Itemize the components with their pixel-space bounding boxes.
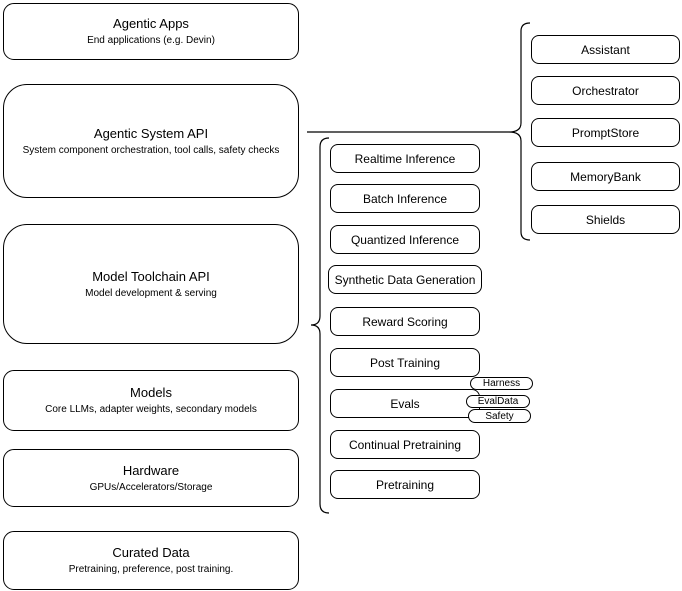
component-promptstore: PromptStore [531,118,680,147]
box-hardware: Hardware GPUs/Accelerators/Storage [3,449,299,507]
service-realtime-inference: Realtime Inference [330,144,480,173]
box-subtitle: Model development & serving [85,287,217,299]
service-label: Quantized Inference [350,232,460,247]
service-post-training: Post Training [330,348,480,377]
tag-label: Safety [485,410,514,422]
box-title: Agentic Apps [113,16,189,31]
service-label: Evals [390,396,420,411]
component-label: Assistant [581,42,630,57]
service-quantized-inference: Quantized Inference [330,225,480,254]
component-label: Orchestrator [572,83,639,98]
component-shields: Shields [531,205,680,234]
service-reward-scoring: Reward Scoring [330,307,480,336]
box-models: Models Core LLMs, adapter weights, secon… [3,370,299,431]
service-evals: Evals [330,389,480,418]
tag-label: EvalData [477,396,519,407]
box-curated-data: Curated Data Pretraining, preference, po… [3,531,299,590]
service-label: Continual Pretraining [348,437,462,452]
evals-tag-evaldata: EvalData [466,395,530,408]
system-components-brace [508,22,531,241]
box-title: Curated Data [112,545,190,560]
component-label: PromptStore [571,125,640,140]
box-agentic-apps: Agentic Apps End applications (e.g. Devi… [3,3,299,60]
box-title: Agentic System API [93,125,209,141]
evals-tag-harness: Harness [470,377,533,390]
box-title: Hardware [122,462,180,478]
box-subtitle: System component orchestration, tool cal… [22,144,280,156]
service-continual-pretraining: Continual Pretraining [330,430,480,459]
service-label: Reward Scoring [362,314,448,329]
box-subtitle: Pretraining, preference, post training. [68,564,234,575]
box-title: Model Toolchain API [92,268,210,284]
box-title: Models [130,385,172,400]
box-model-toolchain-api: Model Toolchain API Model development & … [3,224,299,344]
component-label: Shields [585,212,626,227]
service-batch-inference: Batch Inference [330,184,480,213]
service-label: Realtime Inference [354,151,456,166]
box-agentic-system-api: Agentic System API System component orch… [3,84,299,198]
component-orchestrator: Orchestrator [531,76,680,105]
component-memorybank: MemoryBank [531,162,680,191]
box-subtitle: GPUs/Accelerators/Storage [89,481,213,493]
service-label: Post Training [369,355,441,370]
service-label: Synthetic Data Generation [334,272,476,287]
service-synthetic-data-generation: Synthetic Data Generation [328,265,482,294]
box-subtitle: Core LLMs, adapter weights, secondary mo… [45,404,257,415]
tag-label: Harness [482,378,521,389]
component-assistant: Assistant [531,35,680,64]
toolchain-services-brace [310,137,330,514]
service-pretraining: Pretraining [330,470,480,499]
component-label: MemoryBank [570,169,641,184]
evals-tag-safety: Safety [468,409,531,423]
service-label: Batch Inference [362,191,448,206]
service-label: Pretraining [375,477,435,492]
box-subtitle: End applications (e.g. Devin) [87,35,215,46]
